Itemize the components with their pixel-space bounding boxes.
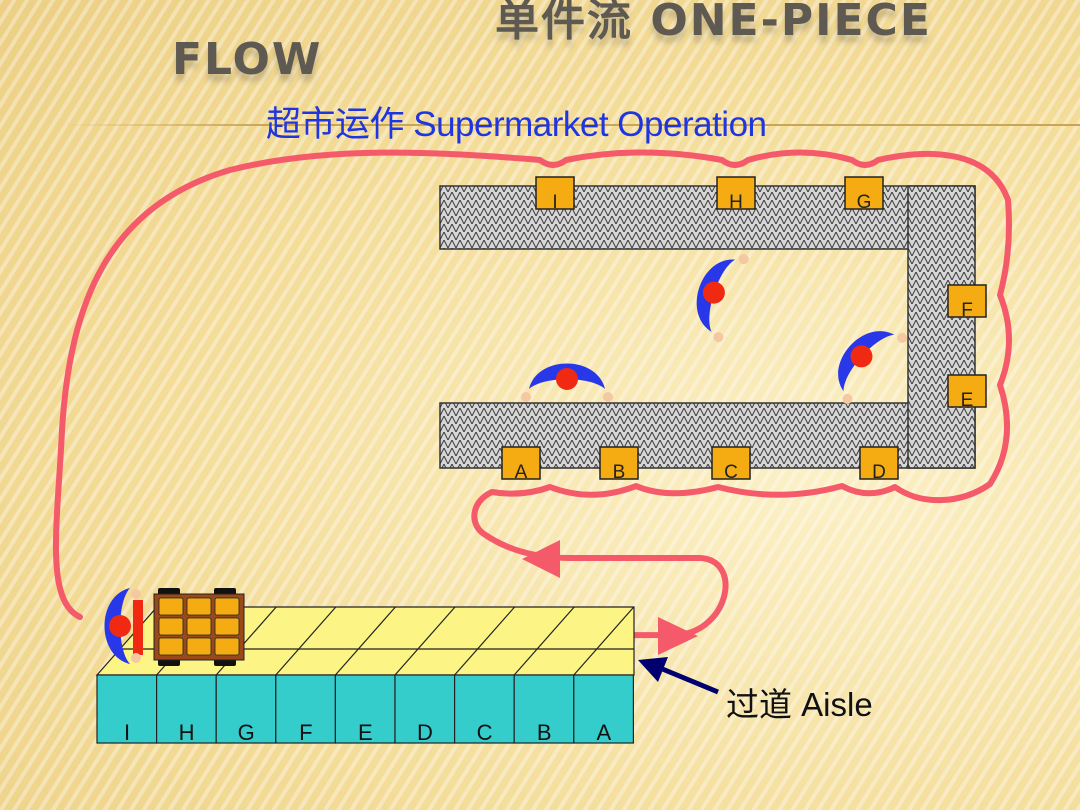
worker-1-head [556, 368, 578, 390]
aisle-arrow-head [638, 657, 668, 682]
cart-box [186, 597, 212, 616]
cart-box [214, 597, 240, 616]
title-divider [60, 124, 1080, 126]
rack-cell-label: G [238, 720, 255, 745]
rack-divider [394, 606, 456, 676]
cart-box [186, 637, 212, 656]
rack-cell-label: D [417, 720, 433, 745]
rack-cell [96, 674, 158, 744]
worker-2-body [696, 259, 736, 332]
station-box [501, 446, 541, 480]
worker-1-hand-left [521, 392, 531, 402]
rack-divider [513, 606, 575, 676]
worker-2 [696, 254, 749, 343]
station-box [716, 176, 756, 210]
station-H: H [716, 176, 756, 213]
cart-boxes [158, 597, 240, 656]
rack-cell [156, 674, 217, 744]
flow-path [52, 149, 1012, 639]
stations-right-group: FE [947, 284, 987, 411]
rack-cell-label: C [477, 720, 493, 745]
station-D: D [859, 446, 899, 483]
station-label: B [613, 462, 626, 483]
worker-2-head [702, 281, 725, 304]
worker-1 [521, 363, 613, 402]
station-label: H [729, 192, 743, 213]
worker-3-head [850, 345, 873, 368]
station-box [947, 284, 987, 318]
flow-arrowhead-left [522, 540, 560, 578]
station-box [947, 374, 987, 408]
rack-cell [454, 674, 515, 744]
water-spider-worker [104, 588, 141, 664]
cart-box [158, 597, 184, 616]
aisle-label: 过道 Aisle [726, 686, 873, 723]
rack-cell-label: E [358, 720, 373, 745]
worker-2-hand-right [738, 254, 749, 265]
rack-divider [334, 606, 396, 676]
worker-3-body [838, 331, 895, 392]
rack-cell-label: F [299, 720, 312, 745]
rack-cell [275, 674, 336, 744]
station-label: I [552, 192, 557, 213]
workcell-right-bar [907, 185, 976, 469]
station-B: B [599, 446, 639, 483]
rack-cell-label: A [596, 720, 611, 745]
station-label: F [961, 300, 973, 321]
title-line-2: FLOW [172, 34, 323, 85]
flow-arrowhead-right [658, 617, 698, 655]
station-E: E [947, 374, 987, 411]
station-label: D [872, 462, 886, 483]
cart-box [214, 617, 240, 636]
rack-cell-label: H [179, 720, 195, 745]
water-spider-hand [131, 653, 141, 663]
rack-cell [573, 674, 634, 744]
station-A: A [501, 446, 541, 483]
aisle-arrow-shaft [659, 665, 719, 695]
material-flow-loop [52, 149, 1012, 655]
rack-cell [334, 674, 396, 744]
rack-cell [394, 674, 456, 744]
material-cart [133, 588, 245, 666]
title-line-1: 单件流 ONE-PIECE [495, 0, 932, 46]
station-box [535, 176, 575, 210]
aisle-pointer: 过道 Aisle [638, 657, 873, 723]
station-label: A [515, 462, 528, 483]
worker-3 [838, 331, 908, 404]
cart-box [214, 637, 240, 656]
rack-cell-label: I [124, 720, 130, 745]
station-box [711, 446, 751, 480]
station-I: I [535, 176, 575, 213]
station-label: G [857, 192, 872, 213]
station-box [844, 176, 884, 210]
cart-box [186, 617, 212, 636]
station-box [859, 446, 899, 480]
worker-2-hand-left [713, 332, 724, 343]
cart-handle [133, 600, 143, 655]
stations-bottom-group: A B C D [501, 446, 899, 483]
station-label: E [961, 390, 974, 411]
station-box [599, 446, 639, 480]
worker-3-hand-left [842, 393, 853, 404]
station-label: C [724, 462, 738, 483]
rack-divider [454, 606, 516, 676]
station-F: F [947, 284, 987, 321]
workcell-top-bar [439, 185, 976, 250]
rack-divider [275, 606, 337, 676]
rack-cell [513, 674, 575, 744]
rack-cell-label: B [537, 720, 552, 745]
worker-1-hand-right [603, 392, 613, 402]
water-spider-hand [131, 589, 141, 599]
worker-3-hand-right [897, 332, 908, 343]
station-C: C [711, 446, 751, 483]
cart-box [158, 617, 184, 636]
station-G: G [844, 176, 884, 213]
water-spider-head [109, 615, 131, 637]
rack-divider [573, 606, 635, 676]
cart-box [158, 637, 184, 656]
subtitle: 超市运作 Supermarket Operation [266, 105, 767, 144]
